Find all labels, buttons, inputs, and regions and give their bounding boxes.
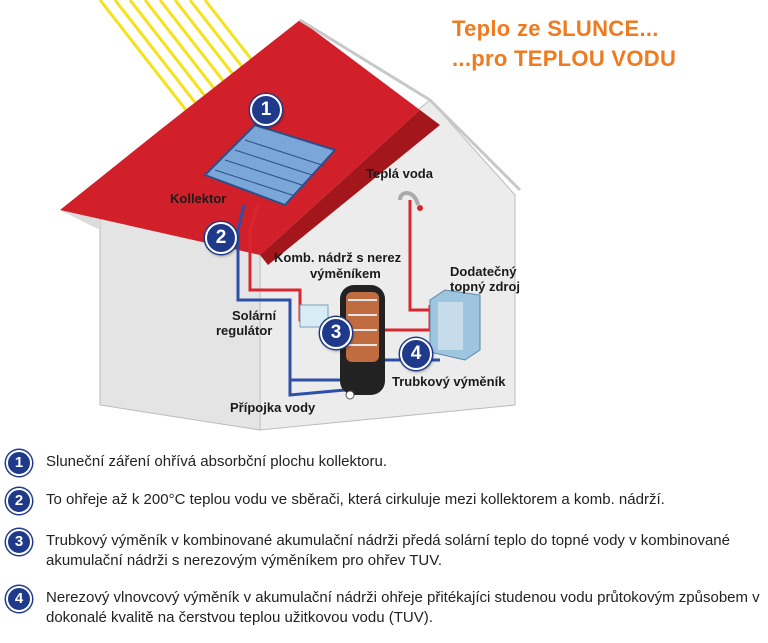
label-nadrz-2: výměníkem [310, 266, 381, 281]
legend-item: 3 Trubkový výměník v kombinované akumula… [6, 529, 766, 571]
legend-text-1: Sluneční záření ohřívá absorbční plochu … [46, 453, 388, 470]
label-pripojka: Přípojka vody [230, 400, 316, 415]
roof [60, 20, 420, 255]
legend-text-2: To ohřeje až k 200°C teplou vodu ve sběr… [46, 491, 665, 508]
heat-source [429, 289, 481, 361]
legend-item: 1 Sluneční záření ohřívá absorbční ploch… [6, 450, 766, 476]
badge-4: 4 [400, 338, 432, 370]
legend-text-4: Nerezový vlnovcový výměník v akumulační … [46, 589, 760, 626]
label-zdroj-2: topný zdroj [450, 279, 521, 294]
storage-tank [340, 285, 385, 395]
badge-1: 1 [250, 94, 282, 126]
label-regulator-2: regulátor [216, 323, 273, 338]
title-line-1: Teplo ze SLUNCE... [452, 16, 659, 41]
label-tepla-voda: Teplá voda [366, 166, 433, 181]
solar-collector [203, 123, 337, 207]
label-trubkovy: Trubkový výměník [392, 374, 506, 389]
legend-badge-2: 2 [6, 488, 32, 514]
label-regulator-1: Solární [232, 308, 277, 323]
roof-edge [260, 110, 440, 265]
legend-item: 2 To ohřeje až k 200°C teplou vodu ve sb… [6, 488, 766, 514]
label-kolektor: Kollektor [170, 191, 227, 206]
label-nadrz-1: Komb. nádrž s nerez [274, 250, 402, 265]
solar-house-diagram [60, 0, 522, 431]
legend-badge-1: 1 [6, 450, 32, 476]
solar-regulator [299, 304, 329, 328]
legend-badge-3: 3 [6, 529, 32, 555]
legend-item: 4 Nerezový vlnovcový výměník v akumulačn… [6, 586, 766, 628]
title-line-2: ...pro TEPLOU VODU [452, 46, 677, 71]
legend-text-3: Trubkový výměník v kombinované akumulačn… [46, 532, 730, 569]
faucet-icon [398, 191, 423, 211]
water-connection [345, 390, 355, 400]
badge-2: 2 [205, 222, 237, 254]
legend-badge-4: 4 [6, 586, 32, 612]
badge-3: 3 [320, 317, 352, 349]
label-zdroj-1: Dodatečný [450, 264, 517, 279]
